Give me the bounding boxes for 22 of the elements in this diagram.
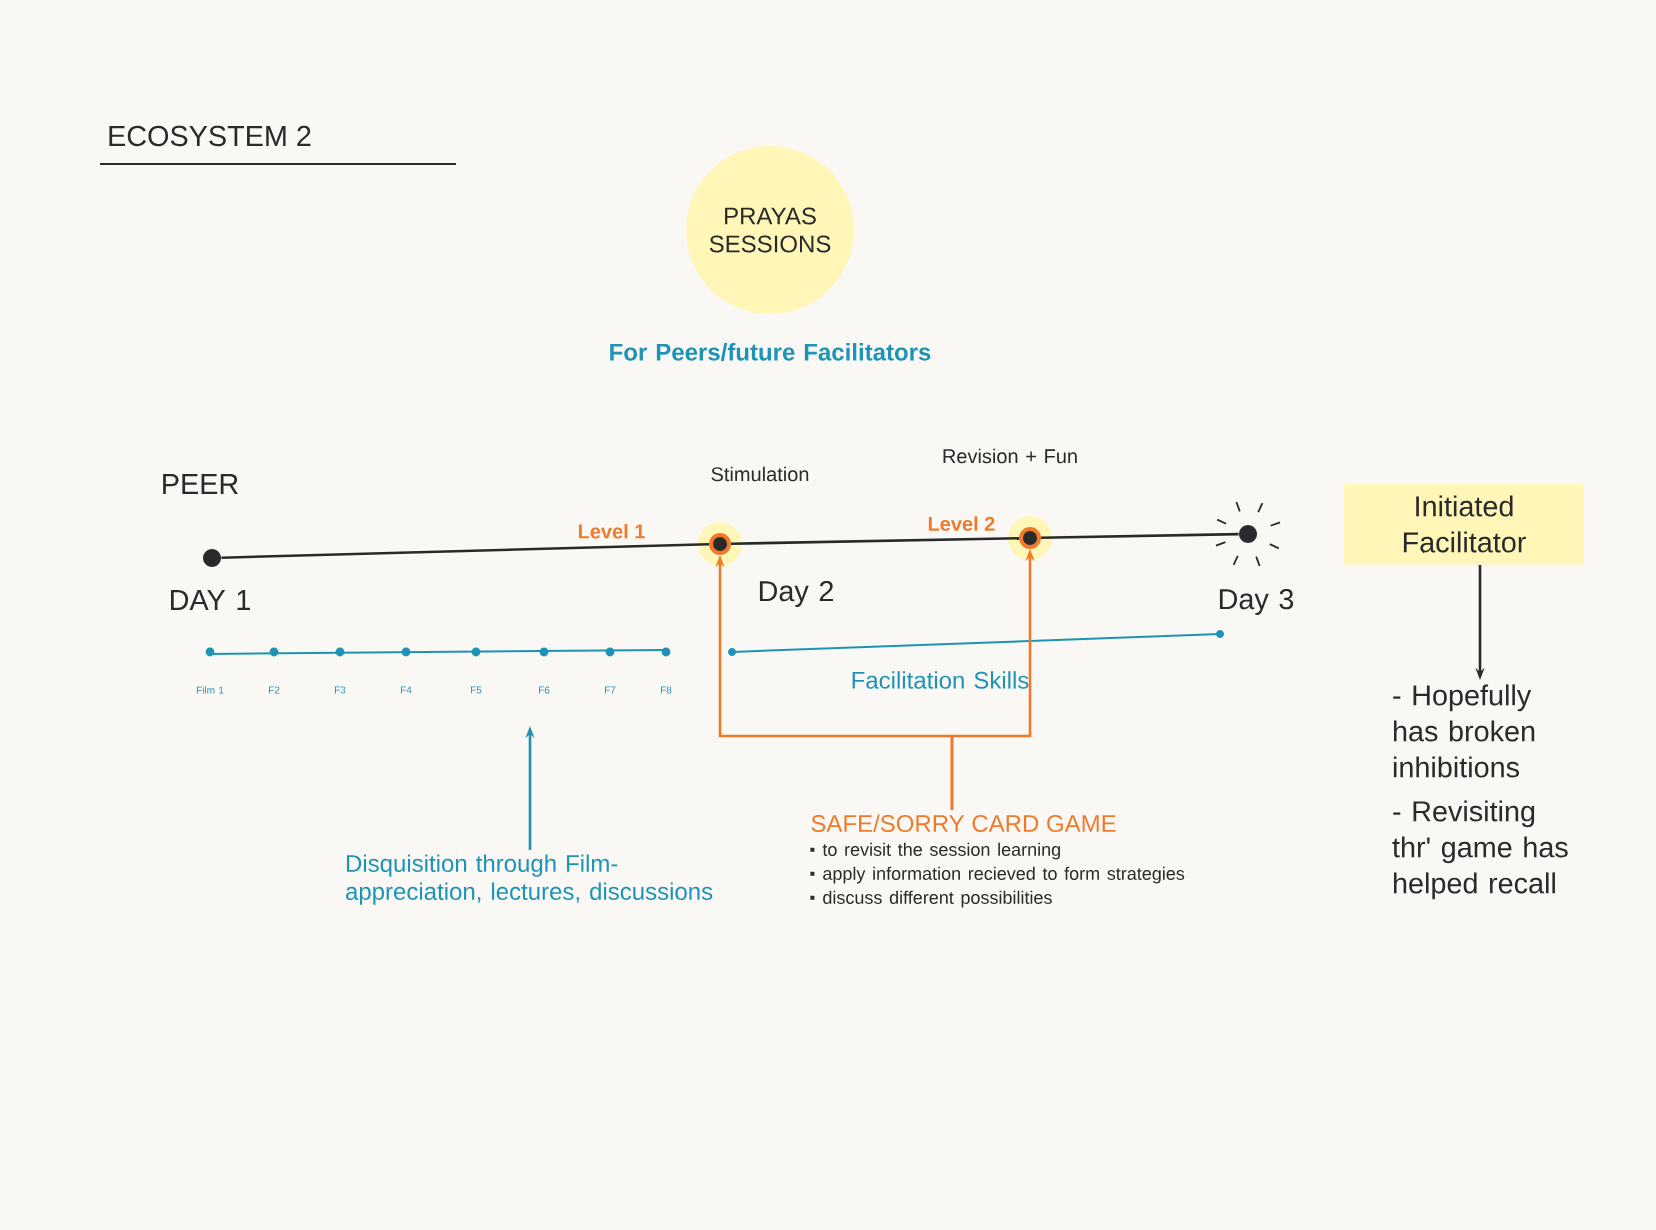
edge-label: Level 1 — [578, 523, 645, 539]
timeline-label: Stimulation — [711, 466, 809, 482]
timeline-dot — [709, 532, 731, 555]
timeline-label: Day 3 — [1219, 588, 1294, 616]
timeline-dot — [1019, 526, 1041, 549]
timeline-dot — [203, 549, 221, 567]
edge-label: Level 2 — [928, 516, 995, 531]
note-text: Disquisition through Film-appreciation, lectures, discussions — [346, 854, 713, 905]
prayas-heading: PRAYAS SESSIONS — [709, 207, 831, 253]
timeline-label: PEER — [163, 474, 238, 494]
card-game-text: SAFE/SORRY CARD GAME to revisit the session learning apply information recieved to form strategies discuss different possibilities — [810, 814, 1185, 908]
title: ECOSYSTEM 2 — [109, 125, 311, 147]
highlight-box: Initiated Facilitator — [1344, 483, 1584, 565]
timeline-line — [221, 543, 710, 559]
timeline-line — [730, 536, 1020, 546]
timeline-label: Revision + Fun — [943, 448, 1077, 464]
skill-label: Facilitation Skills — [852, 671, 1029, 689]
timeline-label: DAY 1 — [171, 590, 250, 610]
timeline-label: Day 2 — [759, 580, 833, 608]
note-text: - Hopefully has broken inhibitions - Revisiting thr' game has helped recall — [1392, 684, 1568, 900]
timeline-dot — [1239, 524, 1257, 543]
subheading: For Peers/future Facilitators — [610, 343, 931, 361]
